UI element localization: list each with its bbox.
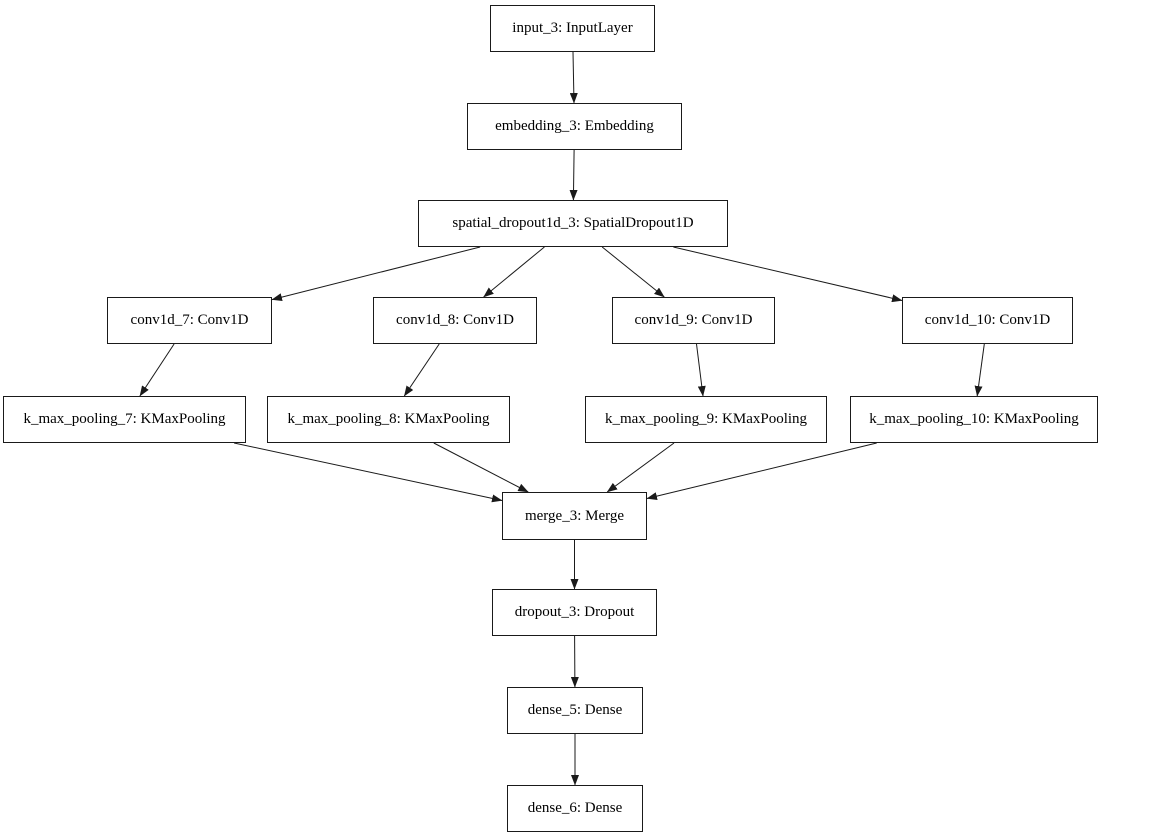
diagram-edge-spatial_dropout1d_3-to-conv1d_7 bbox=[271, 246, 481, 302]
diagram-edge-k_max_pooling_7-to-merge_3 bbox=[233, 442, 503, 503]
diagram-node-label: dense_6: Dense bbox=[527, 800, 623, 816]
diagram-node-embedding_3: embedding_3: Embedding bbox=[467, 103, 682, 150]
diagram-edge-conv1d_8-to-k_max_pooling_8 bbox=[403, 343, 440, 397]
diagram-node-merge_3: merge_3: Merge bbox=[502, 492, 647, 540]
diagram-node-label: merge_3: Merge bbox=[524, 507, 624, 524]
diagram-node-input_3: input_3: InputLayer bbox=[490, 5, 655, 52]
diagram-node-conv1d_8: conv1d_8: Conv1D bbox=[373, 297, 537, 344]
diagram-edge-k_max_pooling_9-to-merge_3 bbox=[606, 442, 675, 493]
diagram-node-label: dense_5: Dense bbox=[527, 702, 623, 718]
diagram-edge-conv1d_7-to-k_max_pooling_7 bbox=[139, 343, 175, 397]
diagram-node-label: k_max_pooling_8: KMaxPooling bbox=[287, 411, 490, 427]
diagram-edge-conv1d_9-to-k_max_pooling_9 bbox=[696, 343, 706, 397]
diagram-node-label: conv1d_10: Conv1D bbox=[924, 312, 1051, 328]
diagram-node-label: k_max_pooling_10: KMaxPooling bbox=[869, 411, 1079, 427]
diagram-edge-spatial_dropout1d_3-to-conv1d_10 bbox=[673, 246, 903, 303]
diagram-node-label: k_max_pooling_7: KMaxPooling bbox=[23, 411, 226, 427]
diagram-edge-spatial_dropout1d_3-to-conv1d_9 bbox=[601, 246, 665, 298]
diagram-node-conv1d_10: conv1d_10: Conv1D bbox=[902, 297, 1073, 344]
diagram-node-k_max_pooling_7: k_max_pooling_7: KMaxPooling bbox=[3, 396, 246, 443]
diagram-node-k_max_pooling_9: k_max_pooling_9: KMaxPooling bbox=[585, 396, 827, 443]
diagram-node-label: spatial_dropout1d_3: SpatialDropout1D bbox=[452, 215, 694, 231]
diagram-edge-k_max_pooling_10-to-merge_3 bbox=[646, 442, 877, 501]
diagram-edge-input_3-to-embedding_3 bbox=[569, 51, 578, 104]
diagram-node-label: conv1d_8: Conv1D bbox=[396, 312, 514, 328]
diagram-node-spatial_dropout1d_3: spatial_dropout1d_3: SpatialDropout1D bbox=[418, 200, 728, 247]
diagram-node-dense_6: dense_6: Dense bbox=[507, 785, 643, 832]
diagram-node-k_max_pooling_8: k_max_pooling_8: KMaxPooling bbox=[267, 396, 510, 443]
diagram-edge-spatial_dropout1d_3-to-conv1d_8 bbox=[483, 246, 545, 298]
diagram-node-dense_5: dense_5: Dense bbox=[507, 687, 643, 734]
diagram-node-conv1d_7: conv1d_7: Conv1D bbox=[107, 297, 272, 344]
diagram-node-label: k_max_pooling_9: KMaxPooling bbox=[604, 411, 808, 427]
diagram-node-label: conv1d_9: Conv1D bbox=[634, 312, 753, 328]
diagram-edge-k_max_pooling_8-to-merge_3 bbox=[433, 442, 529, 493]
diagram-edge-embedding_3-to-spatial_dropout1d_3 bbox=[569, 149, 578, 201]
diagram-node-label: input_3: InputLayer bbox=[512, 20, 633, 36]
diagram-node-label: embedding_3: Embedding bbox=[495, 118, 654, 134]
diagram-edge-conv1d_10-to-k_max_pooling_10 bbox=[974, 343, 985, 397]
diagram-node-dropout_3: dropout_3: Dropout bbox=[492, 589, 657, 636]
diagram-node-label: dropout_3: Dropout bbox=[514, 604, 635, 620]
diagram-node-k_max_pooling_10: k_max_pooling_10: KMaxPooling bbox=[850, 396, 1098, 443]
diagram-node-label: conv1d_7: Conv1D bbox=[130, 312, 249, 328]
diagram-node-conv1d_9: conv1d_9: Conv1D bbox=[612, 297, 775, 344]
